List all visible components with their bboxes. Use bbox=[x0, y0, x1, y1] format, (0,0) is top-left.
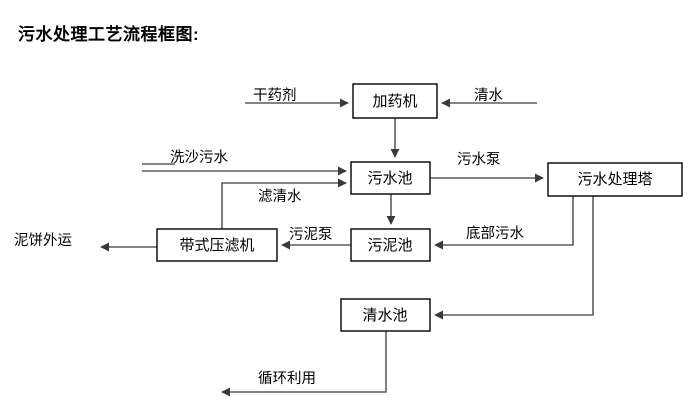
node-label-belt-filter-press: 带式压滤机 bbox=[179, 237, 254, 254]
flow-filtrate-to-wastewater bbox=[221, 178, 347, 229]
node-label-treatment-tower: 污水处理塔 bbox=[577, 171, 652, 188]
node-label-clear-water-pool: 清水池 bbox=[362, 307, 407, 324]
node-belt-filter-press[interactable]: 带式压滤机 bbox=[156, 228, 278, 262]
page-title: 污水处理工艺流程框图: bbox=[18, 25, 200, 44]
node-label-dosing-machine: 加药机 bbox=[372, 93, 417, 110]
node-wastewater-pool[interactable]: 污水池 bbox=[350, 161, 431, 195]
edge-label-sludge-pump: 污泥泵 bbox=[289, 226, 333, 243]
node-clear-water-pool[interactable]: 清水池 bbox=[340, 298, 431, 332]
node-sludge-pool[interactable]: 污泥池 bbox=[350, 228, 431, 262]
node-box-wastewater-pool[interactable] bbox=[350, 161, 431, 195]
edge-label-sand-wash-water: 洗沙污水 bbox=[170, 149, 228, 166]
flow-tower-to-clearwater bbox=[434, 196, 594, 320]
node-box-treatment-tower[interactable] bbox=[547, 162, 683, 197]
flow-clearwater-to-recycle bbox=[221, 331, 387, 397]
edge-label-filtrate-water: 滤清水 bbox=[258, 188, 302, 205]
edge-label-mud-cake-transport: 泥饼外运 bbox=[14, 232, 72, 249]
edge-label-bottom-sewage: 底部污水 bbox=[466, 225, 524, 242]
edge-label-recycle-reuse: 循环利用 bbox=[258, 370, 316, 387]
node-box-belt-filter-press[interactable] bbox=[156, 228, 278, 262]
node-label-sludge-pool: 污泥池 bbox=[367, 237, 412, 254]
node-box-sludge-pool[interactable] bbox=[350, 228, 431, 262]
node-box-clear-water-pool[interactable] bbox=[340, 298, 431, 332]
edge-label-dry-chemical: 干药剂 bbox=[253, 87, 297, 104]
node-treatment-tower[interactable]: 污水处理塔 bbox=[547, 162, 683, 197]
edge-label-group: 干药剂 清水 洗沙污水 污水泵 滤清水 污泥泵 底部污水 泥饼外运 循环利用 bbox=[14, 87, 524, 387]
node-dosing-machine[interactable]: 加药机 bbox=[352, 83, 438, 119]
node-box-dosing-machine[interactable] bbox=[352, 83, 438, 119]
edge-group bbox=[100, 98, 594, 397]
edge-label-clean-water: 清水 bbox=[474, 87, 503, 104]
node-label-wastewater-pool: 污水池 bbox=[367, 170, 412, 187]
flow-tower-to-sludge bbox=[434, 196, 574, 250]
edge-label-sewage-pump: 污水泵 bbox=[457, 151, 501, 168]
